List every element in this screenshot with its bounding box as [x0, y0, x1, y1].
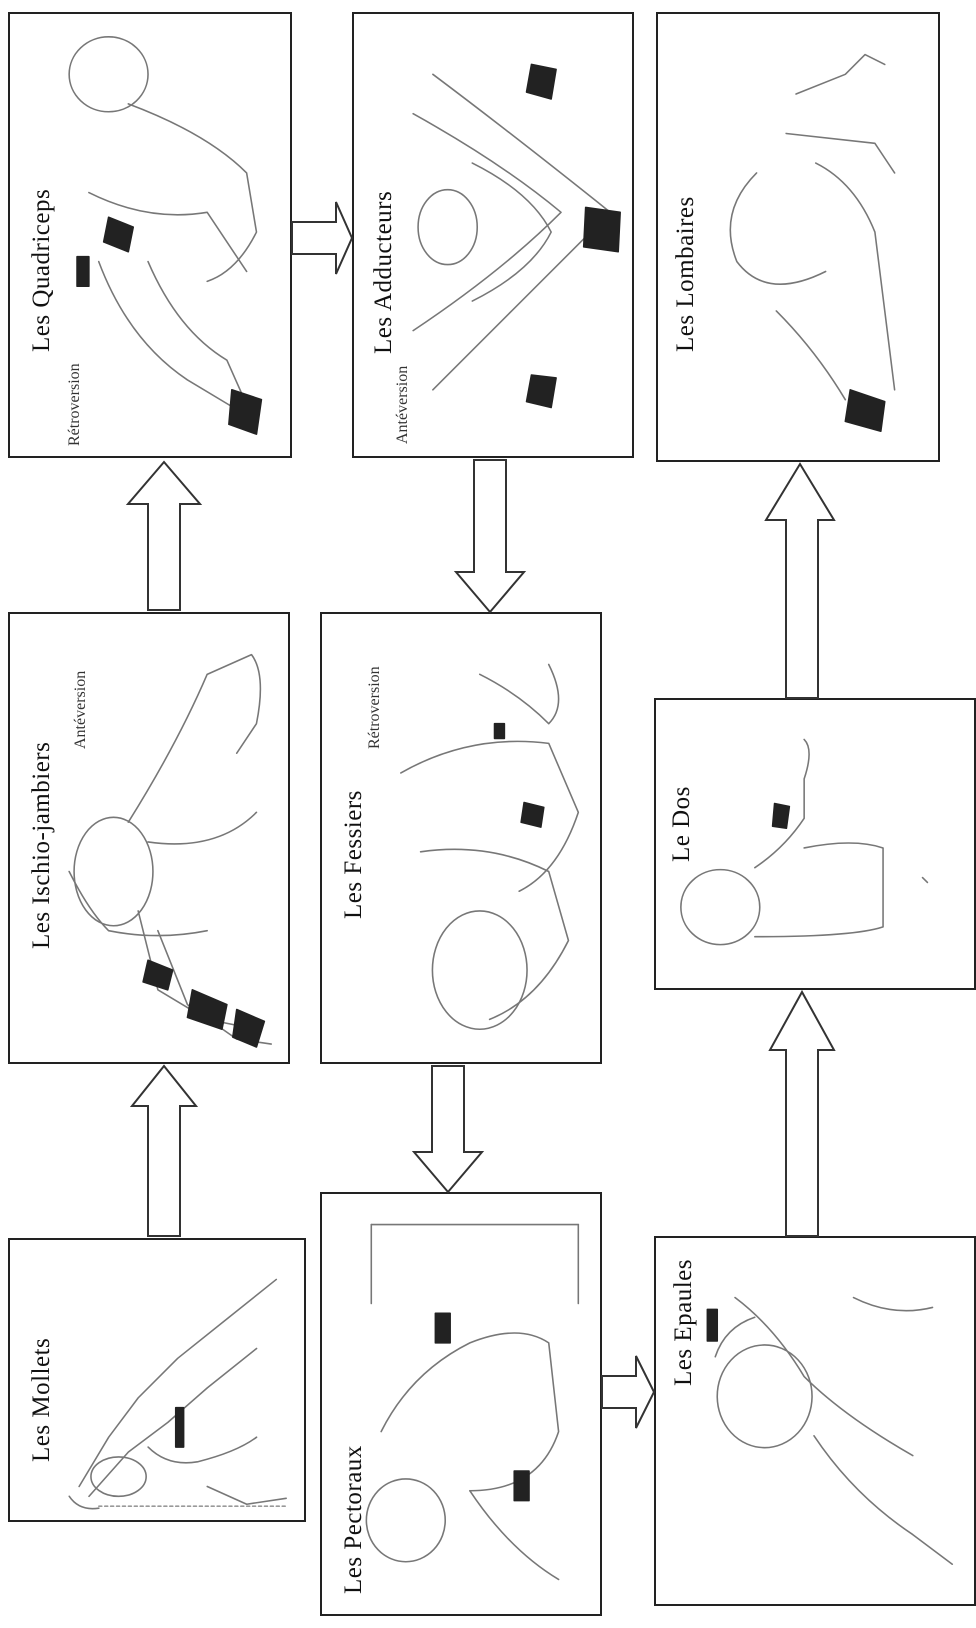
pectoraux-title: Les Pectoraux: [340, 1445, 367, 1594]
arrow-mollets-to-ischio: [129, 1064, 199, 1237]
dos-stretch-illustration: [680, 738, 929, 946]
quadriceps-title: Les Quadriceps: [28, 188, 55, 352]
mollets-title: Les Mollets: [28, 1337, 55, 1462]
quadriceps-subtitle: Rétroversion: [66, 363, 83, 446]
adducteurs-stretch-illustration: [412, 63, 621, 409]
arrow-quadriceps-to-adducteurs: [291, 201, 354, 275]
pectoraux-stretch-illustration: [365, 1223, 580, 1581]
adducteurs-subtitle: Antéversion: [394, 365, 411, 444]
arrow-ischio-to-quadriceps: [125, 460, 203, 611]
panel-dos: Le Dos: [654, 698, 976, 990]
arrow-dos-to-lombaires: [764, 462, 836, 699]
panel-ischio-jambiers: Les Ischio-jambiers Antéversion: [8, 612, 290, 1064]
arrow-adducteurs-to-fessiers: [453, 459, 527, 614]
adducteurs-title: Les Adducteurs: [370, 190, 397, 354]
mollets-stretch-illustration: [68, 1278, 287, 1510]
epaules-title: Les Epaules: [670, 1259, 697, 1386]
ischio-jambiers-subtitle: Antéversion: [72, 670, 89, 749]
lombaires-title: Les Lombaires: [672, 196, 699, 352]
panel-adducteurs: Les Adducteurs Antéversion: [352, 12, 634, 458]
panel-fessiers: Les Fessiers Rétroversion: [320, 612, 602, 1064]
quadriceps-stretch-illustration: [68, 36, 263, 435]
epaules-stretch-illustration: [706, 1296, 954, 1565]
panel-mollets: Les Mollets: [8, 1238, 306, 1522]
fessiers-title: Les Fessiers: [340, 790, 367, 919]
arrow-epaules-to-dos: [768, 989, 836, 1237]
fessiers-stretch-illustration: [400, 663, 580, 1031]
arrow-pectoraux-to-epaules: [601, 1355, 656, 1429]
ischio-jambiers-stretch-illustration: [68, 653, 273, 1048]
lombaires-stretch-illustration: [729, 53, 896, 433]
panel-pectoraux: Les Pectoraux: [320, 1192, 602, 1616]
fessiers-subtitle: Rétroversion: [366, 666, 383, 749]
ischio-jambiers-title: Les Ischio-jambiers: [28, 741, 55, 949]
panel-lombaires: Les Lombaires: [656, 12, 940, 462]
panel-quadriceps: Les Quadriceps Rétroversion: [8, 12, 292, 458]
arrow-fessiers-to-pectoraux: [411, 1065, 485, 1194]
panel-epaules: Les Epaules: [654, 1236, 976, 1606]
dos-title: Le Dos: [668, 786, 695, 862]
